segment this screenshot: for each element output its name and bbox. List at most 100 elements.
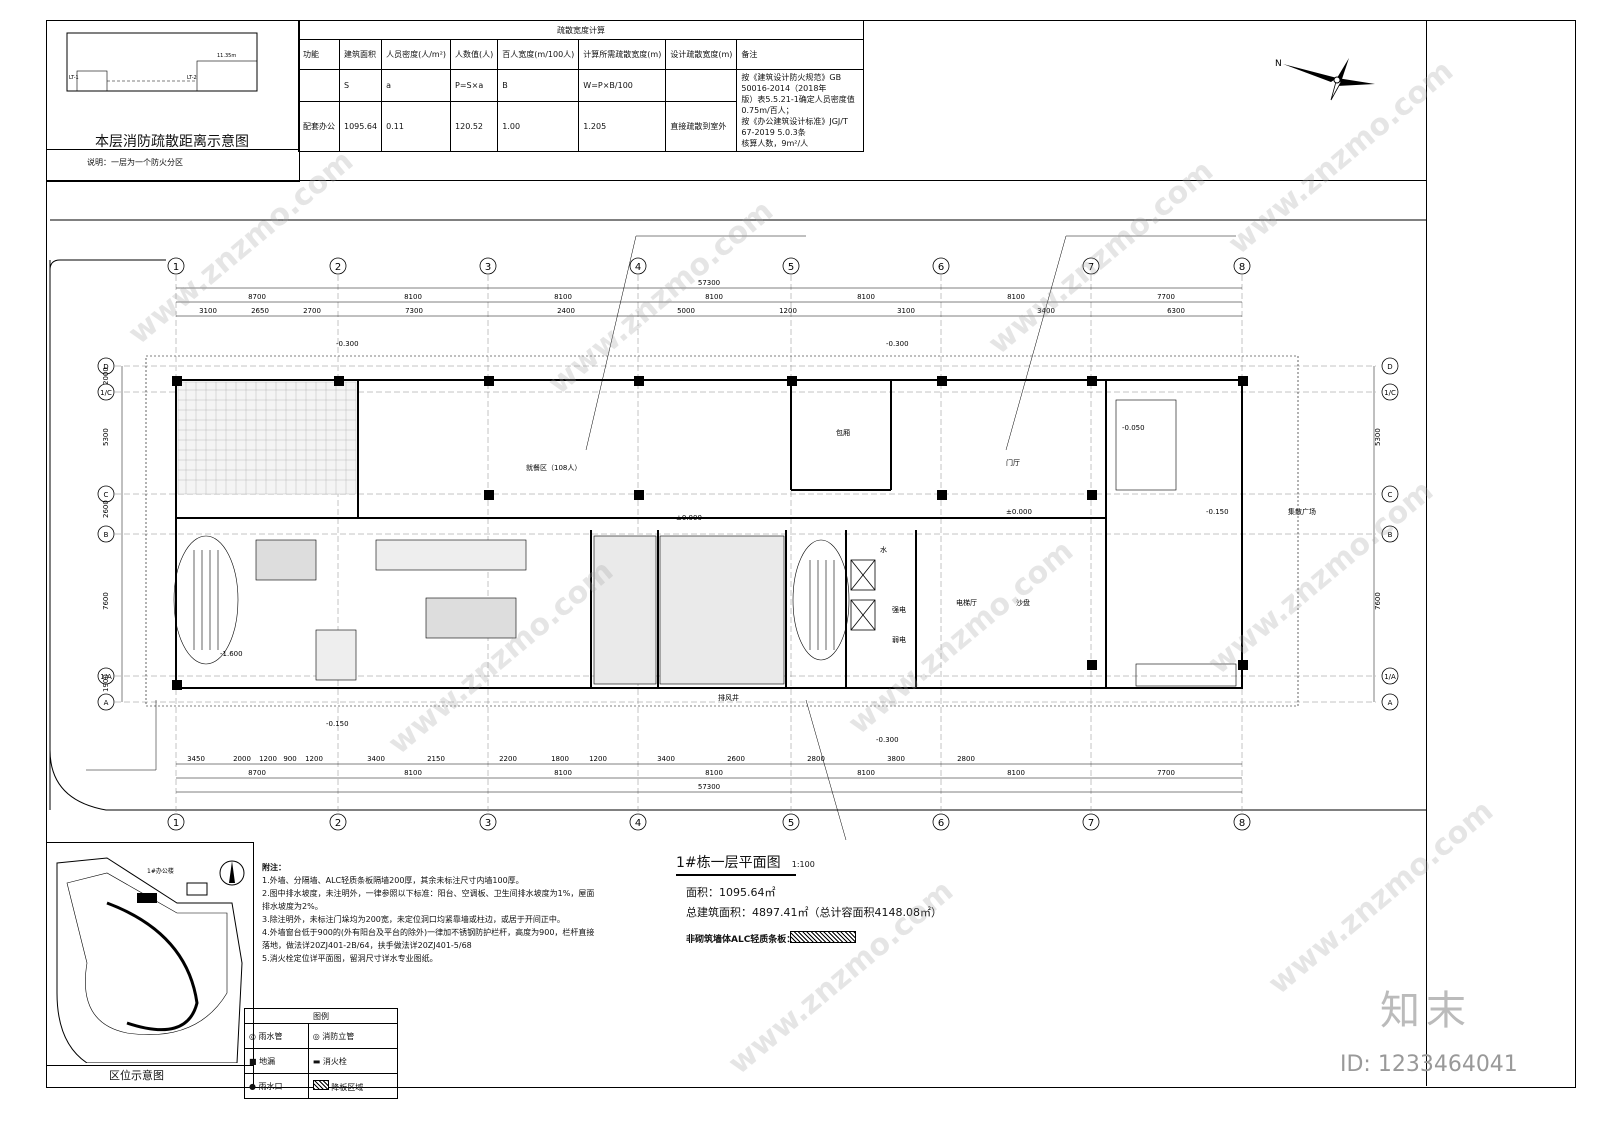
elev-mark: -1.600 bbox=[220, 650, 243, 658]
leader-lines bbox=[86, 235, 1236, 840]
dim-bottom-sub: 1800 bbox=[551, 755, 569, 763]
dim-right: 7600 bbox=[1374, 592, 1382, 610]
calc-remark-line: 版）表5.5.21-1确定人员密度值0.75m/百人； bbox=[741, 95, 855, 115]
kitchen-equipment bbox=[425, 597, 517, 639]
axis-row-label: 1/A bbox=[100, 673, 112, 681]
calc-formula: a bbox=[381, 68, 452, 103]
dim-bottom-sub: 2000 bbox=[233, 755, 251, 763]
room-lobby: 门厅 bbox=[1006, 458, 1020, 467]
stair-left bbox=[173, 535, 239, 665]
axis-row-label: 1/C bbox=[1384, 389, 1396, 397]
axis-col-label: 6 bbox=[938, 818, 944, 829]
dim-bottom-sub: 1200 bbox=[305, 755, 323, 763]
dim-bottom-sub: 2150 bbox=[427, 755, 445, 763]
fire-diagram-title: 本层消防疏散距离示意图 bbox=[95, 134, 249, 150]
axis-row-label: B bbox=[1388, 531, 1393, 539]
room-sand-table: 沙盘 bbox=[1016, 598, 1030, 607]
axis-row-label: D bbox=[1387, 363, 1392, 371]
alc-label: 非砌筑墙体ALC轻质条板： bbox=[686, 935, 796, 945]
axis-bubbles-right bbox=[1381, 357, 1399, 711]
calc-cell: 直接疏散到室外 bbox=[665, 101, 738, 152]
calc-header: 百人宽度(m/100人) bbox=[497, 39, 580, 70]
dim-bottom: 8100 bbox=[1007, 769, 1025, 777]
axis-col-label: 6 bbox=[938, 262, 944, 273]
calc-formula bbox=[665, 68, 738, 103]
dim-top: 8100 bbox=[554, 293, 572, 301]
alc-hatch-swatch bbox=[790, 931, 856, 943]
drawing-title: 1#栋一层平面图 bbox=[676, 855, 781, 871]
fire-diagram-box: LT-1 LT-2 11.35m 本层消防疏散距离示意图 说明：一层为一个防火分… bbox=[46, 20, 300, 182]
notes-heading: 附注： bbox=[262, 863, 286, 872]
note-item: 3.除注明外，未标注门垛均为200宽，未定位洞口均紧靠墙或柱边，或居于开间正中。 bbox=[262, 915, 565, 924]
location-map: 1#办公楼 bbox=[56, 857, 245, 1063]
legend-label: 雨水管 bbox=[258, 1031, 283, 1041]
axis-col-label: 3 bbox=[485, 262, 491, 273]
axis-row-label: A bbox=[104, 699, 109, 707]
elevators bbox=[850, 559, 876, 631]
dim-sub: 3100 bbox=[897, 307, 915, 315]
header-bottom-line bbox=[46, 180, 1426, 181]
calc-cell: 120.52 bbox=[450, 101, 499, 152]
axis-row-label: D bbox=[103, 363, 108, 371]
note-item: 排水坡度为2%。 bbox=[262, 902, 323, 911]
location-building-label: 1#办公楼 bbox=[147, 867, 174, 875]
calc-formula: B bbox=[497, 68, 580, 103]
room-dining: 就餐区（108人） bbox=[526, 463, 581, 472]
dim-bottom-sub: 3400 bbox=[657, 755, 675, 763]
dim-left: 7600 bbox=[102, 592, 110, 610]
dim-top: 8100 bbox=[857, 293, 875, 301]
dim-sub: 3400 bbox=[1037, 307, 1055, 315]
calc-table-title: 疏散宽度计算 bbox=[298, 20, 864, 40]
legend-box: 图例 ◎ 雨水管 ◎ 消防立管 ■ 地漏 ▬ 消火栓 ● 雨水口 降板区域 bbox=[244, 1008, 399, 1099]
kitchen-equipment bbox=[315, 629, 357, 681]
watermark-id: ID: 1233464041 bbox=[1340, 1052, 1518, 1077]
legend-label: 降板区域 bbox=[331, 1082, 364, 1092]
road-outline bbox=[49, 219, 1426, 811]
axis-col-label: 8 bbox=[1239, 818, 1245, 829]
legend-item: ◎ 消防立管 bbox=[307, 1023, 399, 1049]
axis-col-label: 4 bbox=[635, 818, 641, 829]
dim-total: 57300 bbox=[698, 279, 720, 287]
axis-col-label: 3 bbox=[485, 818, 491, 829]
lowered-slab-icon bbox=[312, 1079, 329, 1090]
toilet-tiles bbox=[177, 381, 357, 495]
dim-sub: 1200 bbox=[779, 307, 797, 315]
axis-row-label: C bbox=[1388, 491, 1393, 499]
calc-table-wrap: 疏散宽度计算 功能 建筑面积 人员密度(人/m²) 人数值(人) 百人宽度(m/… bbox=[298, 20, 864, 152]
dim-bottom: 8100 bbox=[857, 769, 875, 777]
north-label: N bbox=[1275, 59, 1282, 69]
elev-mark: -0.300 bbox=[336, 340, 359, 348]
dim-bottom-sub: 3400 bbox=[367, 755, 385, 763]
axis-col-label: 7 bbox=[1088, 818, 1094, 829]
axis-col-label: 2 bbox=[335, 818, 341, 829]
dim-bottom-sub: 2800 bbox=[957, 755, 975, 763]
dim-left: 2600 bbox=[102, 500, 110, 518]
location-map-box: 1#办公楼 区位示意图 bbox=[46, 842, 254, 1088]
legend-title: 图例 bbox=[244, 1008, 398, 1024]
legend-item: ● 雨水口 bbox=[244, 1073, 309, 1099]
legend-item: ◎ 雨水管 bbox=[244, 1023, 309, 1049]
dim-top: 8100 bbox=[705, 293, 723, 301]
fire-diagram-mini-plan: LT-1 LT-2 11.35m bbox=[66, 32, 258, 92]
floor-area: 面积：1095.64㎡ bbox=[686, 886, 776, 899]
dim-bottom-sub: 3450 bbox=[187, 755, 205, 763]
dim-sub: 7300 bbox=[405, 307, 423, 315]
axis-bubbles-top bbox=[167, 257, 1251, 275]
calc-remark-line: 按《建筑设计防火规范》GB 50016-2014（2018年 bbox=[741, 73, 842, 93]
legend-item: ■ 地漏 bbox=[244, 1048, 309, 1074]
dim-bottom: 7700 bbox=[1157, 769, 1175, 777]
watermark-brand: 知末 bbox=[1380, 988, 1472, 1034]
note-item: 2.图中排水坡度，未注明外，一律参照以下标准：阳台、空调板、卫生间排水坡度为1%… bbox=[262, 889, 595, 898]
dim-left: 1900 bbox=[102, 674, 110, 692]
calc-header: 建筑面积 bbox=[338, 39, 383, 70]
calc-formula: W=P×B/100 bbox=[578, 68, 667, 103]
axis-row-label: A bbox=[1388, 699, 1393, 707]
floor-plan: 1 2 3 4 5 6 7 8 1 2 3 4 5 6 7 8 D 1/C C … bbox=[49, 219, 1426, 840]
elev-mark: -0.300 bbox=[876, 736, 899, 744]
legend-label: 地漏 bbox=[259, 1056, 276, 1066]
dim-left: 2000 bbox=[102, 367, 110, 385]
calc-cell: 1.205 bbox=[578, 101, 667, 152]
axis-bubbles-left bbox=[97, 357, 115, 711]
rain-pipe-icon: ◎ bbox=[249, 1031, 256, 1041]
axis-col-label: 1 bbox=[173, 262, 179, 273]
